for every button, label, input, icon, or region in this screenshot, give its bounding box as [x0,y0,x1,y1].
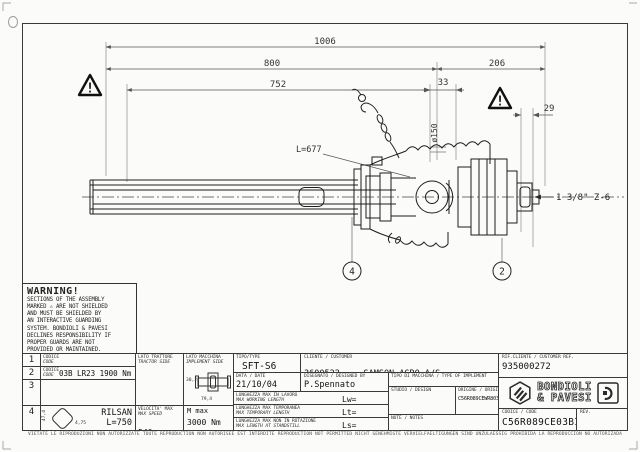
date-value: 21/10/04 [236,380,277,391]
balloon-item-4: 4 [342,217,362,281]
origin-value: C56R089CEWR803BA [458,396,498,403]
working-length-symbol: Lw= [342,395,357,404]
svg-text:4: 4 [349,267,355,278]
warning-line: AND MUST BE SHIELDED BY [27,311,102,318]
temporary-length-symbol: Lt= [342,408,357,417]
notice-spanish: PROHIBIDA LA REPRODUCCION NO AUTORIZADA [510,432,622,437]
customer-name: SAMSON AGRO A/S [363,369,440,372]
safety-chain [351,88,401,244]
warning-line: SECTIONS OF THE ASSEMBLY [27,297,105,303]
tube-material: RILSAN [101,408,132,418]
guard-tube [89,179,396,215]
dim-206: 206 [489,59,505,69]
cell-notes: NOTE / NOTES [388,414,498,430]
svg-text:!: ! [86,82,94,97]
warning-triangle-left: ! [77,73,103,97]
svg-text:!: ! [496,95,504,110]
guard-bellows [353,140,491,248]
dim-total-length: 1006 [314,37,336,47]
customer-number: 3600522 [304,369,340,372]
max-speed-value: 540 [138,428,152,430]
label-spline-size: 1 3/8" Z-6 [556,193,610,203]
warning-line: SYSTEM. BONDIOLI & PAVESI [27,325,108,332]
warning-line: PROPER GUARDS ARE NOT [27,339,95,346]
max-torque-value: 3000 Nm [187,418,221,427]
cell-brand-logo: BONDIOLI & PAVESI [498,377,628,408]
customer-ref-value: 935000272 [502,362,551,373]
cell-date: DATA / DATE 21/10/04 [233,372,300,391]
warning-triangle-right: ! [487,86,513,110]
notice-french: TOUTE REPRODUCTION NON AUTORISEE EST INT… [142,432,275,437]
item-row-4-number: 4 [22,405,40,430]
max-torque-label: M max [187,407,209,415]
tube-wall-dim: 4,75 [75,421,87,426]
cell-revision: REV. [576,408,628,430]
dim-29: 29 [544,104,555,114]
cell-implement-type: TIPO DI MACCHINA / TYPE OF IMPLEMENT [388,372,498,386]
cell-studio: STUDIO / DESIGN [388,386,455,414]
drawing-code-value: C56R089CE03BIWSA [502,417,576,429]
standstill-length-symbol: Ls= [342,421,357,430]
dim-guard-diameter: ø150 [430,123,439,142]
cross-dim-b: 79,4 [201,397,213,402]
drawing-frame [22,23,628,431]
reproduction-notices: VIETATE LE RIPRODUZIONI NON AUTORIZZATE … [22,432,628,437]
designer-value: P.Spennato [304,380,356,391]
warning-box: WARNING! SECTIONS OF THE ASSEMBLY MARKED… [23,283,137,353]
notice-german: NICHT GENEHMIGTE VERVIELFAELTIGUNGEN SIN… [355,432,508,437]
cell-row3-empty [40,379,135,405]
cell-customer: CLIENTE / CUSTOMER 3600522 SAMSON AGRO A… [300,353,498,372]
cell-type: TIPO/TYPE SFT-S6 [233,353,300,372]
dim-33: 33 [438,78,449,88]
tube-height-dim: 47,4 [42,410,47,422]
item-row-2-number: 2 [22,366,40,379]
lemon-profile-icon [50,406,75,430]
balloon-item-2: 2 [492,238,512,281]
warning-line: PROVIDED OR MAINTAINED. [27,346,102,353]
cell-max-torque: M max 3000 Nm [183,405,233,430]
item-row-1-number: 1 [22,353,40,366]
warning-line: MARKED ⚠ ARE NOT SHIELDED [27,304,108,311]
punch-hole [8,16,18,28]
cell-tube-row4: 47,4 4,75 RILSAN L=750 [40,405,135,430]
extension-lines [105,42,546,247]
notice-italian: VIETATE LE RIPRODUZIONI NON AUTORIZZATE [28,432,140,437]
dim-752: 752 [270,80,286,90]
type-value: SFT-S6 [242,361,277,372]
spline-hub [516,182,540,212]
warning-line: AN INTERACTIVE GUARDING [27,318,102,325]
cell-origin: ORIGINE / ORIGIN C56R089CEWR803BA [455,386,498,414]
cross-journal-icon [195,372,231,392]
d-logo-icon [597,382,619,404]
cell-code: CODICE / CODE C56R089CE03BIWSA [498,408,576,430]
warning-line: DECLINES RESPONSIBILITY IF [27,332,111,339]
profile-symbol [298,187,325,207]
universal-joint [365,172,454,222]
clutch-flange [457,158,518,236]
hexagon-logo-icon [509,381,531,405]
warning-title: WARNING! [27,286,80,297]
clutch-code-value: 03B LR23 1900 Nm [59,369,132,378]
tube-length: L=750 [106,418,132,428]
svg-text:2: 2 [499,267,505,278]
cross-dim-a: 30,2 [186,378,198,383]
cell-designer: DISEGNATO / DESIGNED BY P.Spennato [300,372,388,391]
item-row-3-number: 3 [22,379,40,405]
notice-english: REPRODUCTION NOT PERMITTED [277,432,353,437]
label-tube-length: L=677 [296,145,322,155]
brand-name: BONDIOLI & PAVESI [537,380,592,404]
cell-customer-ref: RIF.CLIENTE / CUSTOMER REF. 935000272 [498,353,628,377]
dimension-lines [105,45,553,200]
dim-800: 800 [264,59,280,69]
